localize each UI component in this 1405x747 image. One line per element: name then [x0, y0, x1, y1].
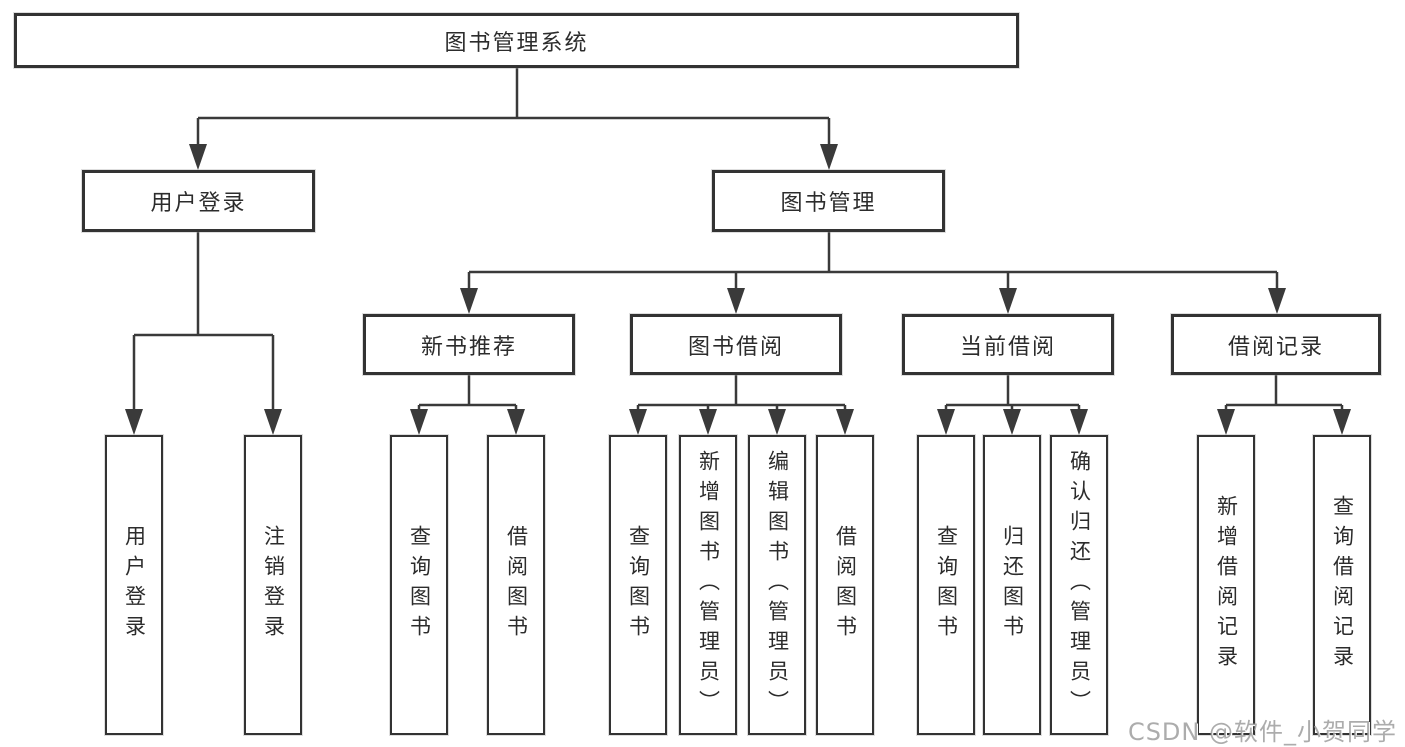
node-label: 新增借阅记录 — [1214, 495, 1239, 675]
leaf-borrow-books-borrowing: 借阅图书 — [816, 435, 874, 735]
node-label: 新书推荐 — [420, 334, 517, 360]
node-book-management: 图书管理 — [712, 170, 945, 232]
node-label: 图书借阅 — [687, 334, 784, 360]
leaf-logout: 注销登录 — [244, 435, 302, 735]
node-label: 编辑图书（管理员） — [765, 450, 790, 720]
node-label: 借阅记录 — [1227, 334, 1324, 360]
node-new-book-recommendation: 新书推荐 — [363, 314, 575, 375]
node-label: 查询图书 — [626, 525, 651, 645]
node-current-borrowing: 当前借阅 — [902, 314, 1114, 375]
node-label: 归还图书 — [1000, 525, 1025, 645]
node-label: 图书管理系统 — [444, 30, 589, 56]
leaf-add-borrow-record: 新增借阅记录 — [1197, 435, 1255, 735]
node-label: 当前借阅 — [959, 334, 1056, 360]
node-label: 用户登录 — [150, 191, 247, 216]
node-label: 新增图书（管理员） — [696, 450, 721, 720]
node-label: 确认归还（管理员） — [1067, 450, 1092, 720]
leaf-query-books-borrowing: 查询图书 — [609, 435, 667, 735]
node-label: 图书管理 — [780, 191, 877, 216]
node-label: 查询借阅记录 — [1330, 495, 1355, 675]
node-label: 用户登录 — [122, 525, 147, 645]
leaf-confirm-return-admin: 确认归还（管理员） — [1050, 435, 1108, 735]
leaf-query-books-recommend: 查询图书 — [390, 435, 448, 735]
node-label: 查询图书 — [407, 525, 432, 645]
node-label: 查询图书 — [934, 525, 959, 645]
node-user-login: 用户登录 — [82, 170, 315, 232]
node-label: 借阅图书 — [504, 525, 529, 645]
node-library-management-system: 图书管理系统 — [14, 13, 1019, 68]
node-borrowing-records: 借阅记录 — [1171, 314, 1381, 375]
leaf-edit-books-admin: 编辑图书（管理员） — [748, 435, 806, 735]
leaf-add-books-admin: 新增图书（管理员） — [679, 435, 737, 735]
leaf-borrow-books-recommend: 借阅图书 — [487, 435, 545, 735]
leaf-query-books-current: 查询图书 — [917, 435, 975, 735]
leaf-query-borrow-record: 查询借阅记录 — [1313, 435, 1371, 735]
leaf-user-login: 用户登录 — [105, 435, 163, 735]
leaf-return-books: 归还图书 — [983, 435, 1041, 735]
node-book-borrowing: 图书借阅 — [630, 314, 842, 375]
node-label: 借阅图书 — [833, 525, 858, 645]
csdn-watermark: CSDN @软件_小贺同学 — [1127, 718, 1397, 746]
node-label: 注销登录 — [261, 525, 286, 645]
